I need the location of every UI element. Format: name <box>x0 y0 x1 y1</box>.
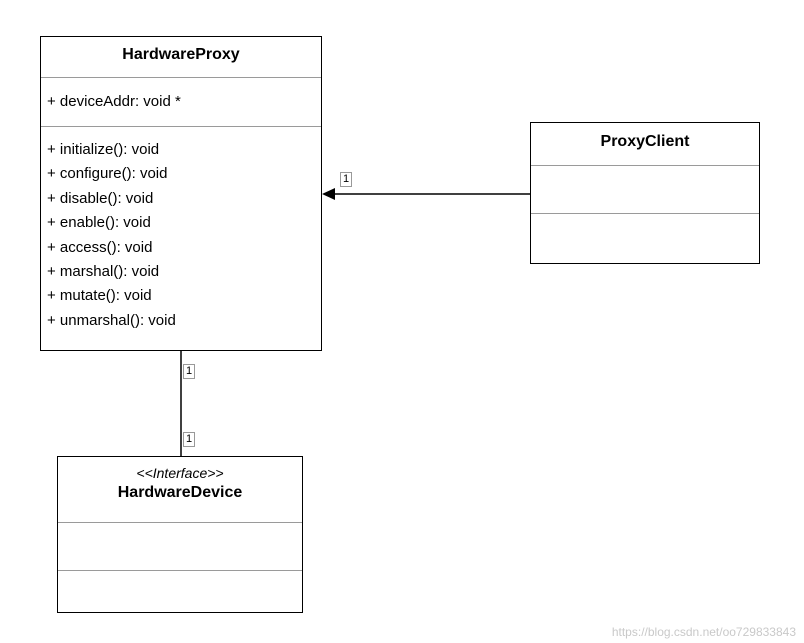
stereotype-interface: <<Interface>> <box>136 465 224 481</box>
class-name-hardware-device: HardwareDevice <box>117 484 243 501</box>
attribute-device-addr: + deviceAddr: void * <box>47 93 181 110</box>
class-separator <box>41 126 321 127</box>
class-separator <box>531 213 759 214</box>
class-separator <box>531 165 759 166</box>
class-separator <box>58 570 302 571</box>
operation-initialize: + initialize(): void <box>47 141 160 158</box>
multiplicity-proxy-end: 1 <box>183 364 196 379</box>
operation-marshal: + marshal(): void <box>47 263 160 281</box>
class-separator <box>41 77 321 78</box>
operation-configure: + configure(): void <box>47 165 168 183</box>
navigability-arrowhead <box>322 188 335 200</box>
class-separator <box>58 522 302 523</box>
class-name-proxy-client: ProxyClient <box>600 133 690 150</box>
class-proxy-client[interactable]: ProxyClient <box>530 122 760 264</box>
operation-unmarshal: + unmarshal(): void <box>47 311 176 329</box>
attribute-list: + deviceAddr: void * <box>47 90 317 114</box>
multiplicity-device-end: 1 <box>183 432 196 447</box>
class-name-hardware-proxy: HardwareProxy <box>122 46 240 63</box>
operation-list: + initialize(): void + configure(): void… <box>47 138 317 333</box>
operation-mutate: + mutate(): void <box>47 287 152 305</box>
multiplicity-client-proxy: 1 <box>340 172 353 187</box>
watermark-text: https://blog.csdn.net/oo729833843 <box>611 625 796 639</box>
operation-disable: + disable(): void <box>47 189 154 207</box>
operation-access: + access(): void <box>47 238 153 256</box>
operation-enable: + enable(): void <box>47 214 151 232</box>
class-hardware-device[interactable]: <<Interface>> HardwareDevice <box>57 456 303 613</box>
class-hardware-proxy[interactable]: HardwareProxy + deviceAddr: void * + ini… <box>40 36 322 351</box>
